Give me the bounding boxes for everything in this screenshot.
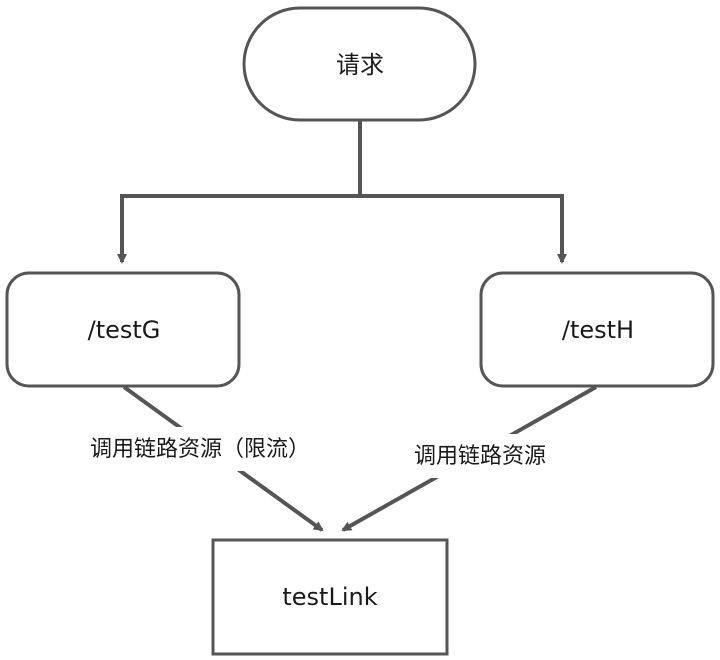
node-request-label: 请求 (336, 51, 384, 79)
node-testH-label: /testH (562, 316, 634, 344)
edge-label-h: 调用链路资源 (390, 434, 570, 478)
edge-request-to-testH (360, 194, 567, 264)
node-testH: /testH (479, 271, 715, 388)
edge-label-h-text: 调用链路资源 (414, 444, 546, 469)
edge-label-g: 调用链路资源（限流） (62, 427, 342, 471)
node-testG-label: /testG (88, 316, 161, 344)
node-testLink-label: testLink (282, 583, 377, 611)
node-testG: /testG (5, 271, 241, 388)
edge-label-g-text: 调用链路资源（限流） (90, 437, 310, 462)
node-request: 请求 (242, 6, 477, 122)
edge-request-to-testG (117, 194, 360, 264)
node-testLink: testLink (211, 538, 449, 656)
